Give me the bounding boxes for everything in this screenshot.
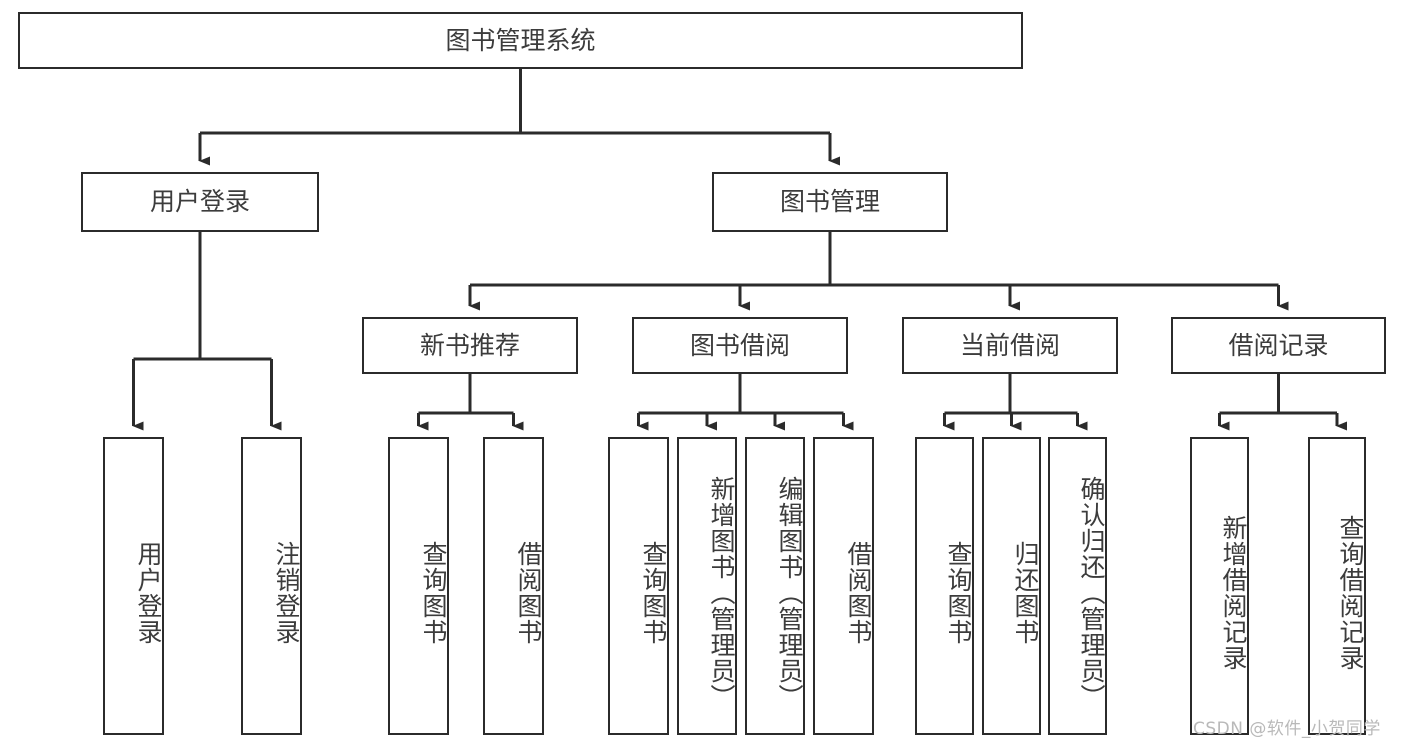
node-leaf_2[interactable]: 注销登录	[241, 437, 302, 735]
node-label: 新增图书（管理员）	[707, 476, 736, 710]
node-leaf_10[interactable]: 归还图书	[982, 437, 1041, 735]
node-leaf_9[interactable]: 查询图书	[915, 437, 974, 735]
node-leaf_12[interactable]: 新增借阅记录	[1190, 437, 1249, 735]
node-label: 借阅记录	[1228, 330, 1329, 360]
node-label: 用户登录	[134, 541, 163, 645]
node-l3_4[interactable]: 借阅记录	[1171, 317, 1386, 374]
node-label: 图书管理	[779, 187, 880, 216]
node-label: 查询图书	[419, 541, 448, 645]
node-label: 确认归还（管理员）	[1077, 476, 1106, 710]
node-leaf_1[interactable]: 用户登录	[103, 437, 164, 735]
node-label: 当前借阅	[959, 330, 1060, 360]
node-leaf_11[interactable]: 确认归还（管理员）	[1048, 437, 1107, 735]
node-label: 归还图书	[1011, 541, 1040, 645]
node-label: 新书推荐	[419, 330, 520, 360]
node-label: 新增借阅记录	[1219, 515, 1248, 671]
node-leaf_5[interactable]: 查询图书	[608, 437, 669, 735]
node-leaf_3[interactable]: 查询图书	[388, 437, 449, 735]
node-label: 用户登录	[149, 187, 250, 216]
node-leaf_13[interactable]: 查询借阅记录	[1308, 437, 1366, 735]
node-l2_1[interactable]: 用户登录	[81, 172, 319, 232]
watermark-label: CSDN @软件_小贺同学	[1193, 719, 1381, 739]
node-root[interactable]: 图书管理系统	[18, 12, 1023, 69]
node-label: 查询图书	[944, 541, 973, 645]
node-leaf_4[interactable]: 借阅图书	[483, 437, 544, 735]
node-l3_2[interactable]: 图书借阅	[632, 317, 848, 374]
node-leaf_6[interactable]: 新增图书（管理员）	[677, 437, 737, 735]
node-label: 编辑图书（管理员）	[775, 476, 804, 710]
node-leaf_7[interactable]: 编辑图书（管理员）	[745, 437, 805, 735]
node-l2_2[interactable]: 图书管理	[712, 172, 948, 232]
node-label: 查询图书	[639, 541, 668, 645]
node-leaf_8[interactable]: 借阅图书	[813, 437, 874, 735]
node-l3_3[interactable]: 当前借阅	[902, 317, 1118, 374]
node-label: 图书借阅	[689, 330, 790, 360]
node-label: 图书管理系统	[445, 25, 596, 55]
node-label: 借阅图书	[844, 541, 873, 645]
node-label: 查询借阅记录	[1336, 515, 1365, 671]
node-label: 注销登录	[272, 541, 301, 645]
node-l3_1[interactable]: 新书推荐	[362, 317, 578, 374]
node-label: 借阅图书	[514, 541, 543, 645]
